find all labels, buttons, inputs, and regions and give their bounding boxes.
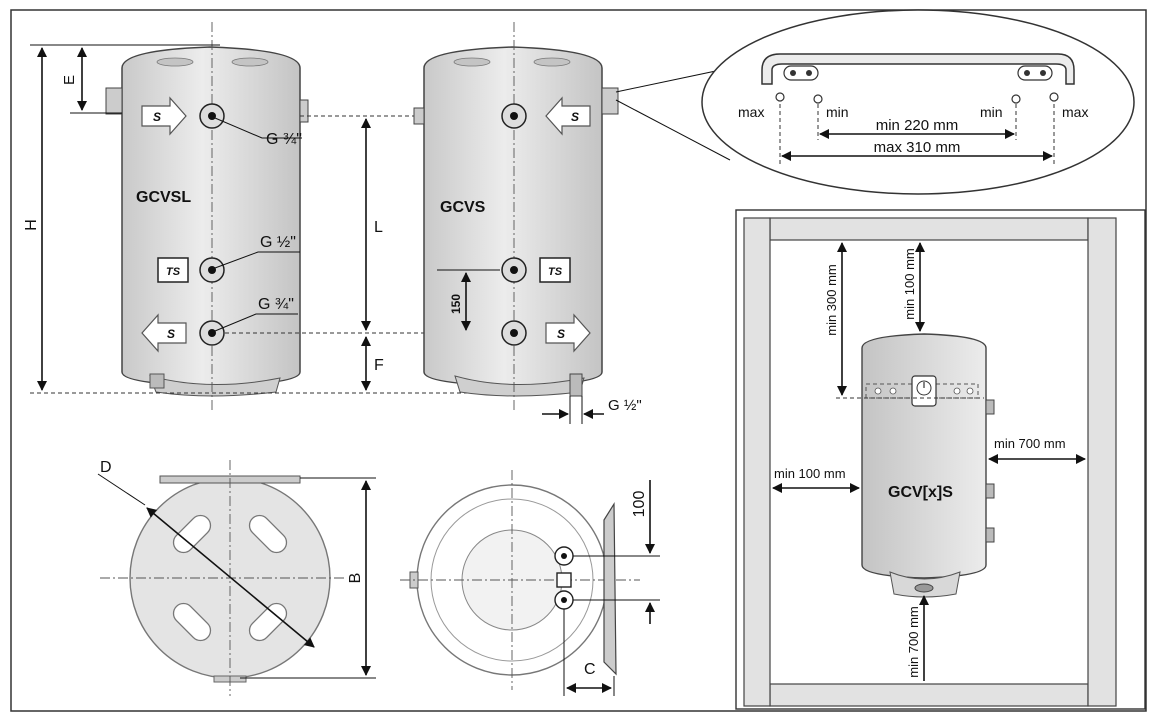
svg-text:TS: TS bbox=[166, 266, 181, 278]
outer-frame bbox=[10, 9, 1147, 712]
room-floor bbox=[769, 683, 1089, 707]
dimension-d-line bbox=[146, 507, 315, 648]
tank-gcvsl: S S TS GCVSL G ¾" G ½" G ¾" bbox=[105, 22, 309, 412]
pipe-connection-lower-left bbox=[199, 320, 225, 346]
s-arrow-outlet-right: S bbox=[545, 313, 591, 353]
room-tank: GCV[x]S bbox=[861, 333, 995, 598]
model-label-gcvs: GCVS bbox=[440, 199, 486, 216]
svg-text:S: S bbox=[571, 110, 579, 124]
bracket-max-span: max 310 mm bbox=[874, 139, 961, 156]
dimension-150-label: 150 bbox=[449, 294, 463, 314]
clearance-side-left-label: min 100 mm bbox=[774, 466, 846, 481]
dimension-100-label: 100 bbox=[631, 491, 648, 518]
top-view-sensor-port bbox=[556, 572, 572, 588]
dimension-f-label: F bbox=[374, 357, 384, 374]
svg-text:S: S bbox=[153, 110, 161, 124]
s-arrow-inlet-left: S bbox=[141, 96, 187, 136]
top-view-right: 100 C bbox=[400, 470, 660, 696]
drain-stub-right bbox=[569, 373, 583, 397]
dimension-e-label: E bbox=[61, 75, 78, 85]
top-view-connection-lower bbox=[554, 590, 574, 610]
bracket-max-right: max bbox=[1062, 104, 1088, 120]
drain-stub-left bbox=[149, 373, 165, 389]
label-g-drain: G ½" bbox=[608, 397, 642, 414]
dimension-b-label: B bbox=[347, 573, 364, 584]
s-arrow-inlet-right: S bbox=[545, 96, 591, 136]
dimension-l-label: L bbox=[374, 219, 383, 236]
clearance-side-right-label: min 700 mm bbox=[994, 436, 1066, 451]
room-right-wall bbox=[1087, 217, 1117, 707]
room-clearance-panel: GCV[x]S min 300 mm min 100 mm min 100 mm… bbox=[735, 209, 1146, 710]
wall-bracket-left bbox=[105, 87, 123, 115]
model-label-gcvsl: GCVSL bbox=[136, 189, 191, 206]
pipe-connection-middle-right bbox=[501, 257, 527, 283]
bracket-max-left: max bbox=[738, 104, 764, 120]
clearance-top-100-label: min 100 mm bbox=[902, 248, 917, 320]
dimension-h-label: H bbox=[23, 219, 40, 231]
s-arrow-outlet-left: S bbox=[141, 313, 187, 353]
clearance-top-300-label: min 300 mm bbox=[824, 264, 839, 336]
label-g-upper: G ¾" bbox=[266, 131, 302, 148]
dimension-c-label: C bbox=[584, 661, 596, 678]
top-view-left: D B bbox=[97, 459, 376, 696]
svg-text:TS: TS bbox=[548, 266, 563, 278]
bracket-min-span: min 220 mm bbox=[876, 117, 959, 134]
tank-gcvs: S S TS GCVS 150 bbox=[413, 22, 619, 412]
pipe-connection-upper-left bbox=[199, 103, 225, 129]
room-ceiling bbox=[769, 217, 1089, 241]
bracket-min-right: min bbox=[980, 104, 1003, 120]
ts-badge-left: TS bbox=[157, 257, 189, 283]
label-g-lower: G ¾" bbox=[258, 296, 294, 313]
pipe-connection-lower-right bbox=[501, 320, 527, 346]
dimension-d-label: D bbox=[100, 459, 112, 476]
pipe-connection-upper-right bbox=[501, 103, 527, 129]
room-left-wall bbox=[743, 217, 771, 707]
ts-badge-right: TS bbox=[539, 257, 571, 283]
model-label-room-tank: GCV[x]S bbox=[888, 484, 953, 501]
wall-bracket-right bbox=[601, 87, 619, 115]
bracket-min-left: min bbox=[826, 104, 849, 120]
pipe-connection-middle-left bbox=[199, 257, 225, 283]
clearance-bottom-label: min 700 mm bbox=[906, 606, 921, 678]
bracket-callout: max min min max min 220 mm max 310 mm bbox=[615, 9, 1135, 195]
svg-text:S: S bbox=[557, 327, 565, 341]
svg-text:S: S bbox=[167, 327, 175, 341]
label-g-middle: G ½" bbox=[260, 234, 296, 251]
top-view-connection-upper bbox=[554, 546, 574, 566]
